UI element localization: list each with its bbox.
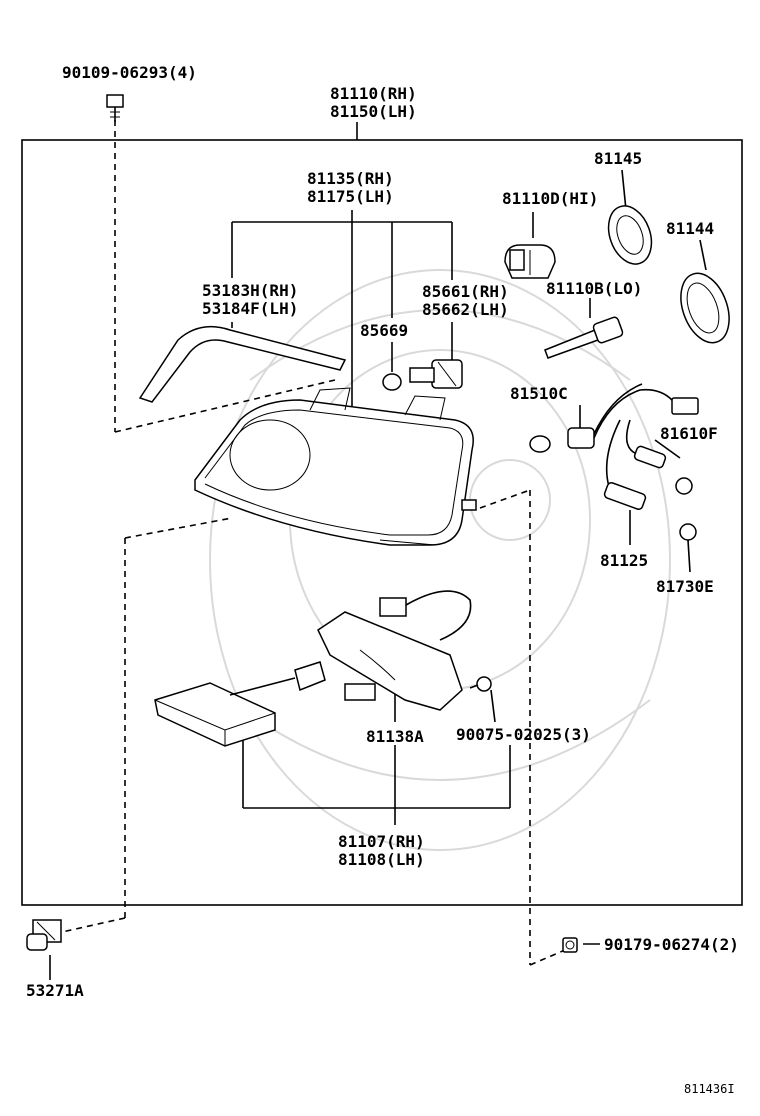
label-bulb-81730e: 81730E — [656, 577, 714, 596]
o-ring-icon — [382, 373, 402, 391]
label-assy-rh: 81110(RH) — [330, 84, 417, 103]
trim-strip-icon — [138, 325, 347, 403]
cap-81144-icon — [680, 272, 730, 344]
label-cap-81145: 81145 — [594, 149, 643, 168]
screw-icon — [469, 676, 492, 692]
label-bulb-81610f: 81610F — [660, 424, 718, 443]
label-bulb-lo: 81110B(LO) — [546, 279, 643, 298]
bulb-81510c-icon — [529, 435, 551, 453]
label-ballast-lh: 81108(LH) — [338, 850, 425, 869]
label-wire-81138a: 81138A — [366, 727, 424, 746]
leader-lines — [49, 122, 707, 980]
label-nut-90179: 90179-06274(2) — [604, 935, 739, 954]
clip-icon — [26, 919, 62, 951]
bracket-icon — [317, 590, 472, 711]
lo-bulb-icon — [544, 316, 624, 359]
label-ring-85669: 85669 — [360, 321, 409, 340]
cap-81145-icon — [607, 205, 653, 265]
label-assy-lh: 81150(LH) — [330, 102, 417, 121]
label-socket-81125: 81125 — [600, 551, 649, 570]
label-unit-rh: 81135(RH) — [307, 169, 394, 188]
ballast-icon — [154, 661, 326, 747]
label-screw-90075: 90075-02025(3) — [456, 725, 591, 744]
label-socket-rh: 85661(RH) — [422, 282, 509, 301]
bolt-icon — [106, 94, 124, 122]
label-socket-lh: 85662(LH) — [422, 300, 509, 319]
label-clip-53271a: 53271A — [26, 981, 84, 1000]
label-cap-81144: 81144 — [666, 219, 715, 238]
hi-bulb-icon — [504, 244, 556, 279]
label-bulb-81510c: 81510C — [510, 384, 568, 403]
assembly-frame — [21, 139, 743, 906]
wire-harness-icon — [567, 383, 699, 510]
label-ballast-rh: 81107(RH) — [338, 832, 425, 851]
nut-icon — [562, 937, 578, 953]
label-bulb-hi: 81110D(HI) — [502, 189, 599, 208]
socket-icon — [409, 359, 463, 389]
bulb-81730e-icon — [679, 523, 697, 541]
label-strip-lh: 53184F(LH) — [202, 299, 299, 318]
dashed-lines — [61, 120, 566, 966]
label-bolt-top: 90109-06293(4) — [62, 63, 197, 82]
label-unit-lh: 81175(LH) — [307, 187, 394, 206]
headlamp-icon — [194, 387, 477, 546]
bulb-81610f-icon — [675, 477, 693, 495]
label-strip-rh: 53183H(RH) — [202, 281, 299, 300]
diagram-id: 811436I — [684, 1082, 735, 1096]
